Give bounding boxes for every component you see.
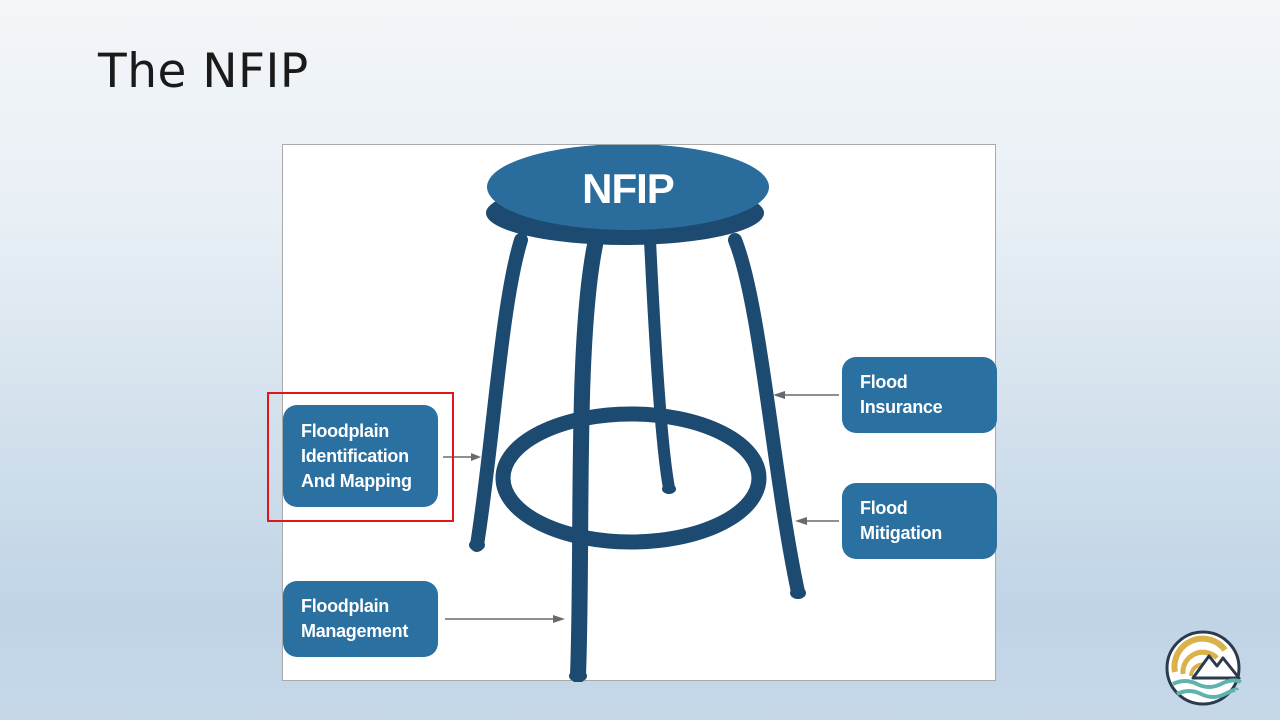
stool-leg-front: [570, 237, 603, 682]
slide-title: The NFIP: [98, 44, 309, 99]
stool-seat-top: [487, 145, 769, 230]
stool-illustration: NFIP: [443, 145, 839, 682]
pillar-label-line: Flood: [860, 498, 908, 518]
pillar-floodplain-identification-and-mapping: Floodplain Identification And Mapping: [283, 405, 438, 507]
stool-footrest-ring: [495, 406, 767, 550]
pillar-flood-mitigation: Flood Mitigation: [842, 483, 997, 559]
pillar-label-line: Insurance: [860, 397, 943, 417]
pillar-floodplain-management: Floodplain Management: [283, 581, 438, 657]
pillar-flood-insurance: Flood Insurance: [842, 357, 997, 433]
pillar-label-line: Management: [301, 621, 409, 641]
pillar-label-line: Floodplain: [301, 596, 389, 616]
pillar-label-line: Mitigation: [860, 523, 942, 543]
arrow-management-to-stool: [445, 615, 565, 623]
arrow-mapping-to-stool: [443, 453, 481, 461]
pillar-label-line: Flood: [860, 372, 908, 392]
stool-leg-right: [728, 233, 805, 599]
mountain-wave-sun-icon: [1163, 628, 1247, 713]
stool-seat-label: NFIP: [582, 165, 674, 212]
stool-leg-back-middle: [644, 234, 675, 494]
pillar-label-line: Identification: [301, 445, 409, 466]
pillar-label-line: Floodplain: [301, 420, 389, 441]
arrow-mitigation-to-stool: [795, 517, 839, 525]
stool-leg-left: [470, 233, 528, 552]
highlight-box: [267, 392, 454, 522]
pillar-label-line: And Mapping: [301, 470, 412, 491]
arrow-insurance-to-stool: [773, 391, 839, 399]
